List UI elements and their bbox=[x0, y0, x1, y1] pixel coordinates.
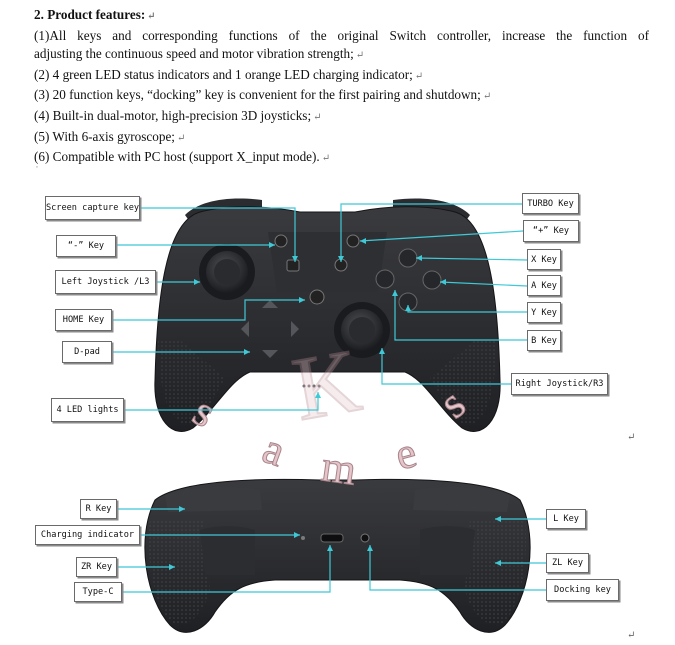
label-r-key: R Key bbox=[80, 499, 117, 519]
return-mark-1: ↵ bbox=[627, 432, 636, 443]
callout-lines bbox=[112, 203, 546, 593]
back-controller bbox=[144, 478, 531, 633]
feature-line-1b: adjusting the continuous speed and motor… bbox=[34, 46, 365, 62]
label-home-key: HOME Key bbox=[55, 309, 112, 331]
label-x-key: X Key bbox=[527, 249, 561, 270]
features-heading: 2. Product features:↵ bbox=[34, 7, 156, 22]
label-l-key: L Key bbox=[546, 509, 586, 529]
stray-mark: , bbox=[36, 160, 38, 169]
front-controller bbox=[154, 198, 501, 432]
watermark-m: m bbox=[319, 441, 360, 494]
label-b-key: B Key bbox=[527, 330, 561, 351]
label-minus-key: “-” Key bbox=[56, 235, 116, 257]
watermark-a: a bbox=[257, 423, 292, 476]
feature-line-2: (2) 4 green LED status indicators and 1 … bbox=[34, 66, 424, 82]
label-dpad: D-pad bbox=[62, 341, 112, 363]
label-y-key: Y Key bbox=[527, 302, 561, 323]
label-led-lights: 4 LED lights bbox=[51, 398, 124, 422]
feature-line-1: (1)All keys and corresponding functions … bbox=[34, 27, 649, 43]
label-plus-key: “+” Key bbox=[523, 220, 579, 242]
return-mark-2: ↵ bbox=[627, 630, 636, 641]
feature-line-5: (5) With 6-axis gyroscope;↵ bbox=[34, 128, 186, 144]
feature-line-3: (3) 20 function keys, “docking” key is c… bbox=[34, 87, 492, 103]
label-docking-key: Docking key bbox=[546, 579, 619, 601]
label-charging-indicator: Charging indicator bbox=[35, 525, 140, 545]
label-type-c: Type-C bbox=[74, 582, 122, 602]
label-zr-key: ZR Key bbox=[76, 557, 117, 577]
feature-line-6: (6) Compatible with PC host (support X_i… bbox=[34, 149, 331, 165]
label-right-joystick: Right Joystick/R3 bbox=[511, 373, 608, 395]
feature-line-4: (4) Built-in dual-motor, high-precision … bbox=[34, 107, 322, 123]
features-text: 2. Product features:↵ (1)All keys and co… bbox=[34, 6, 649, 169]
watermark-e: e bbox=[390, 427, 422, 479]
label-screen-capture-key: Screen capture key bbox=[45, 196, 140, 220]
label-zl-key: ZL Key bbox=[546, 553, 589, 573]
label-left-joystick: Left Joystick /L3 bbox=[55, 270, 156, 294]
label-turbo-key: TURBO Key bbox=[522, 193, 579, 214]
label-a-key: A Key bbox=[527, 275, 561, 296]
